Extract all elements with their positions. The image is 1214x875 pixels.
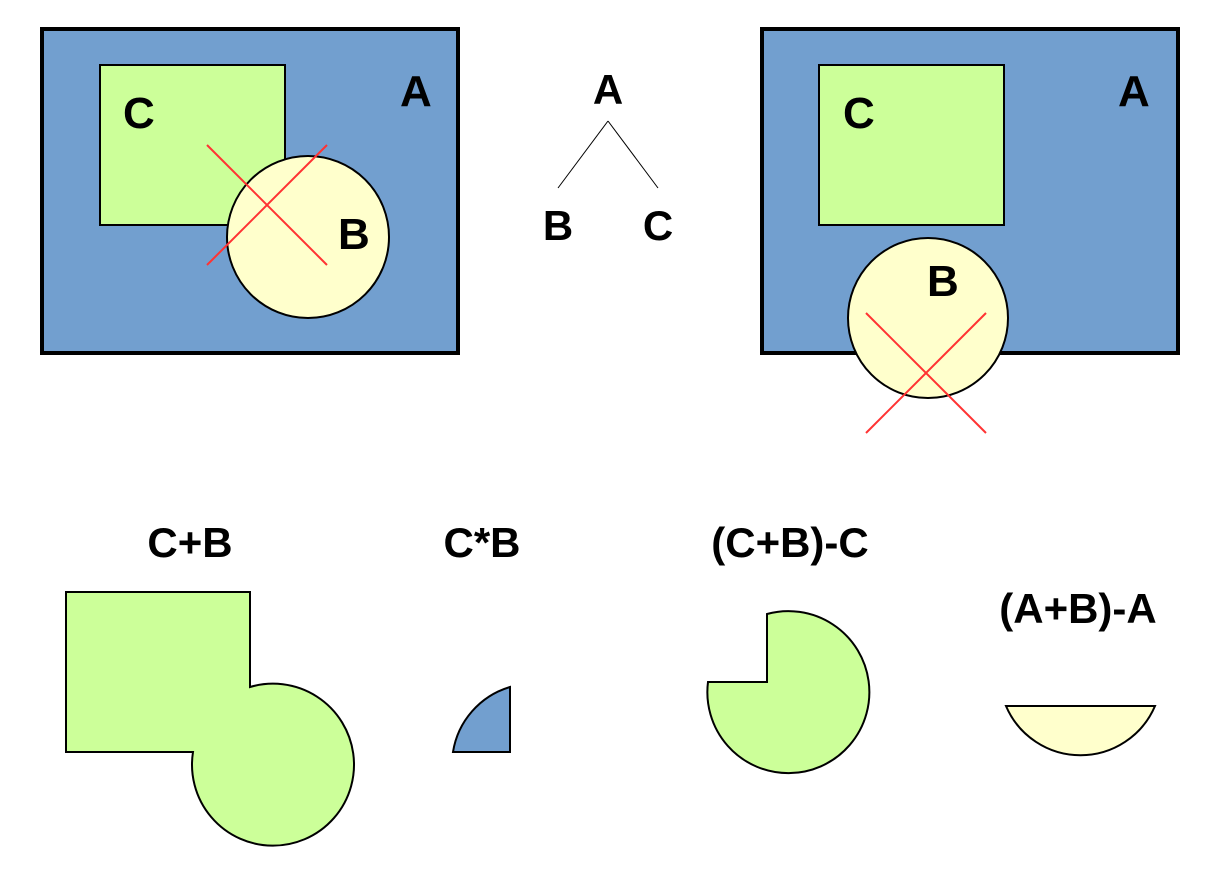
label-a-left: A [400, 67, 432, 116]
tree-edge-left [557, 120, 609, 189]
result-intersection: C*B [443, 519, 521, 753]
tree-root-label: A [593, 66, 623, 113]
csg-tree: A B C [543, 66, 673, 249]
panel-right: A C B [760, 27, 1180, 434]
tree-left-label: B [543, 202, 573, 249]
tree-right-label: C [643, 202, 673, 249]
result-a-b-minus-a: (A+B)-A [999, 585, 1157, 757]
result-union: C+B [65, 519, 355, 847]
shape-b-right [847, 237, 1009, 399]
shape-b-left [226, 155, 390, 319]
panel-left: A C B [40, 27, 460, 355]
cross-mark-left [206, 144, 328, 266]
label-a-right: A [1118, 67, 1150, 116]
shape-intersection-c-b [451, 685, 511, 753]
label-b-right: B [927, 257, 959, 306]
label-c-right: C [843, 89, 875, 138]
shape-union-minus-c [706, 610, 871, 775]
shape-a-b-minus-a [1004, 705, 1157, 757]
caption-a-b-minus-a: (A+B)-A [999, 585, 1156, 632]
shape-union-c-b [65, 591, 355, 847]
caption-union: C+B [147, 519, 232, 566]
caption-intersection: C*B [443, 519, 520, 566]
label-c-left: C [123, 89, 155, 138]
tree-edge-right [607, 120, 659, 189]
shape-c-right [818, 64, 1005, 226]
label-b-left: B [338, 210, 370, 259]
caption-union-minus-c: (C+B)-C [711, 519, 868, 566]
cross-mark-right [865, 312, 987, 434]
result-union-minus-c: (C+B)-C [706, 519, 871, 775]
